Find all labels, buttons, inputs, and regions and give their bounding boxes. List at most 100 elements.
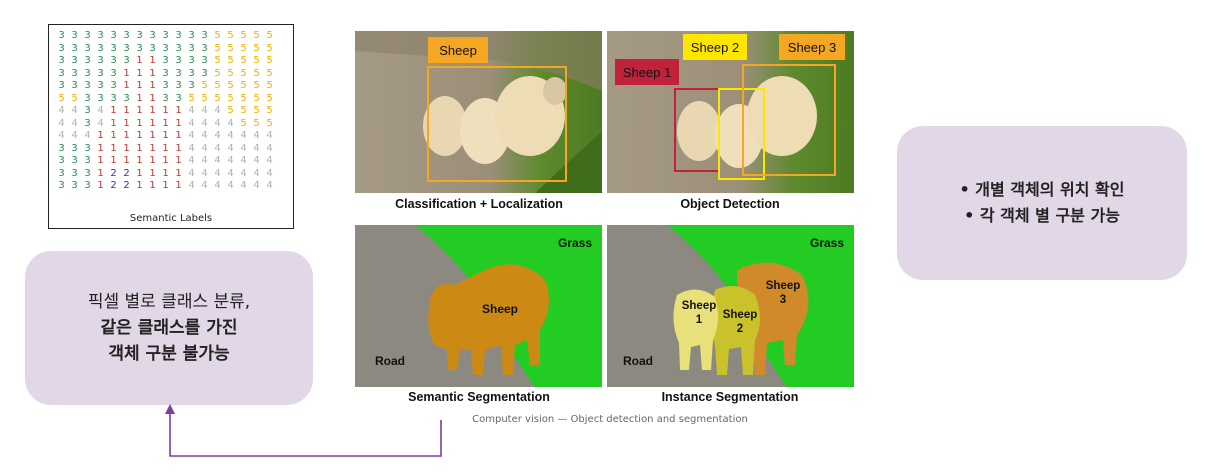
- label-cell: 3: [84, 105, 91, 116]
- classification-caption: Classification + Localization: [395, 197, 563, 211]
- label-cell: 5: [253, 42, 260, 54]
- label-cell: 1: [97, 180, 104, 191]
- label-cell: 5: [240, 105, 247, 116]
- label-cell: 3: [175, 92, 182, 104]
- label-cell: 1: [136, 55, 143, 66]
- label-cell: 4: [227, 180, 234, 191]
- label-cell: 5: [227, 80, 234, 91]
- label-cell: 4: [58, 105, 65, 116]
- label-cell: 5: [227, 67, 234, 79]
- label-cell: 5: [227, 92, 234, 104]
- label-cell: 3: [110, 92, 117, 104]
- label-cell: 5: [227, 105, 234, 116]
- label-cell: 4: [201, 167, 208, 179]
- label-cell: 3: [123, 30, 130, 41]
- label-cell: 1: [136, 155, 143, 166]
- label-cell: 3: [175, 42, 182, 54]
- label-cell: 3: [97, 67, 104, 79]
- label-cell: 4: [240, 130, 247, 141]
- label-cell: 5: [227, 30, 234, 41]
- label-cell: 1: [136, 80, 143, 91]
- left-callout-line-1: 픽셀 별로 클래스 분류,: [87, 292, 251, 312]
- label-cell: 3: [71, 55, 78, 66]
- label-cell: 4: [201, 180, 208, 191]
- label-cell: 1: [136, 105, 143, 116]
- semantic-segmentation-panel-image: Sheep Grass Road: [355, 225, 602, 387]
- label-cell: 3: [58, 155, 65, 166]
- label-cell: 3: [71, 42, 78, 54]
- label-cell: 1: [162, 180, 169, 191]
- label-cell: 5: [214, 30, 221, 41]
- label-cell: 1: [97, 155, 104, 166]
- label-cell: 5: [253, 105, 260, 116]
- label-cell: 4: [201, 142, 208, 154]
- label-cell: 3: [97, 80, 104, 91]
- object-detection-panel-image: Sheep 1 Sheep 2 Sheep 3: [607, 31, 854, 193]
- label-cell: 3: [175, 55, 182, 66]
- label-cell: 4: [214, 155, 221, 166]
- label-cell: 1: [136, 167, 143, 179]
- label-cell: 1: [149, 180, 156, 191]
- label-cell: 3: [84, 67, 91, 79]
- label-cell: 3: [162, 67, 169, 79]
- label-cell: 4: [266, 130, 273, 141]
- instance-segmentation-caption: Instance Segmentation: [661, 390, 799, 404]
- label-cell: 5: [240, 67, 247, 79]
- label-cell: 3: [188, 30, 195, 41]
- label-cell: 3: [162, 42, 169, 54]
- classification-panel-image: Sheep: [355, 31, 602, 193]
- object-detection-caption: Object Detection: [680, 197, 780, 211]
- label-cell: 5: [266, 30, 273, 41]
- label-cell: 1: [110, 130, 117, 141]
- left-callout-line-3: 객체 구분 불가능: [108, 344, 230, 364]
- label-cell: 1: [110, 142, 117, 154]
- label-cell: 1: [162, 105, 169, 116]
- label-cell: 1: [149, 105, 156, 116]
- label-cell: 5: [266, 67, 273, 79]
- label-cell: 2: [110, 167, 117, 179]
- label-cell: 3: [110, 42, 117, 54]
- label-cell: 1: [149, 80, 156, 91]
- semantic-segmentation-caption: Semantic Segmentation: [408, 390, 550, 404]
- label-cell: 5: [201, 92, 208, 104]
- label-cell: 4: [240, 155, 247, 166]
- label-cell: 5: [214, 42, 221, 54]
- label-cell: 3: [175, 80, 182, 91]
- label-cell: 3: [71, 167, 78, 179]
- instance-sheep-3-number: 3: [780, 294, 786, 306]
- label-cell: 4: [227, 142, 234, 154]
- label-cell: 3: [162, 80, 169, 91]
- left-callout: 픽셀 별로 클래스 분류, 같은 클래스를 가진 객체 구분 불가능: [25, 251, 313, 405]
- label-cell: 1: [149, 67, 156, 79]
- label-cell: 3: [162, 30, 169, 41]
- label-cell: 2: [110, 180, 117, 191]
- label-cell: 4: [253, 167, 260, 179]
- label-cell: 3: [175, 30, 182, 41]
- label-cell: 1: [149, 142, 156, 154]
- label-cell: 5: [253, 92, 260, 104]
- label-cell: 5: [253, 55, 260, 66]
- label-cell: 5: [266, 105, 273, 116]
- label-cell: 1: [162, 142, 169, 154]
- label-cell: 1: [162, 117, 169, 129]
- detection-box-label-1: Sheep 1: [623, 65, 671, 80]
- label-cell: 4: [266, 142, 273, 154]
- label-cell: 1: [136, 142, 143, 154]
- right-callout-bullet-1: • 개별 객체의 위치 확인: [959, 180, 1125, 199]
- detection-box-label-3: Sheep 3: [788, 40, 836, 55]
- label-cell: 5: [240, 42, 247, 54]
- label-cell: 1: [97, 167, 104, 179]
- instance-sheep-3-label: Sheep: [766, 280, 801, 292]
- label-cell: 5: [188, 92, 195, 104]
- label-cell: 1: [149, 167, 156, 179]
- label-cell: 4: [240, 180, 247, 191]
- label-cell: 5: [71, 92, 78, 104]
- label-cell: 1: [175, 155, 182, 166]
